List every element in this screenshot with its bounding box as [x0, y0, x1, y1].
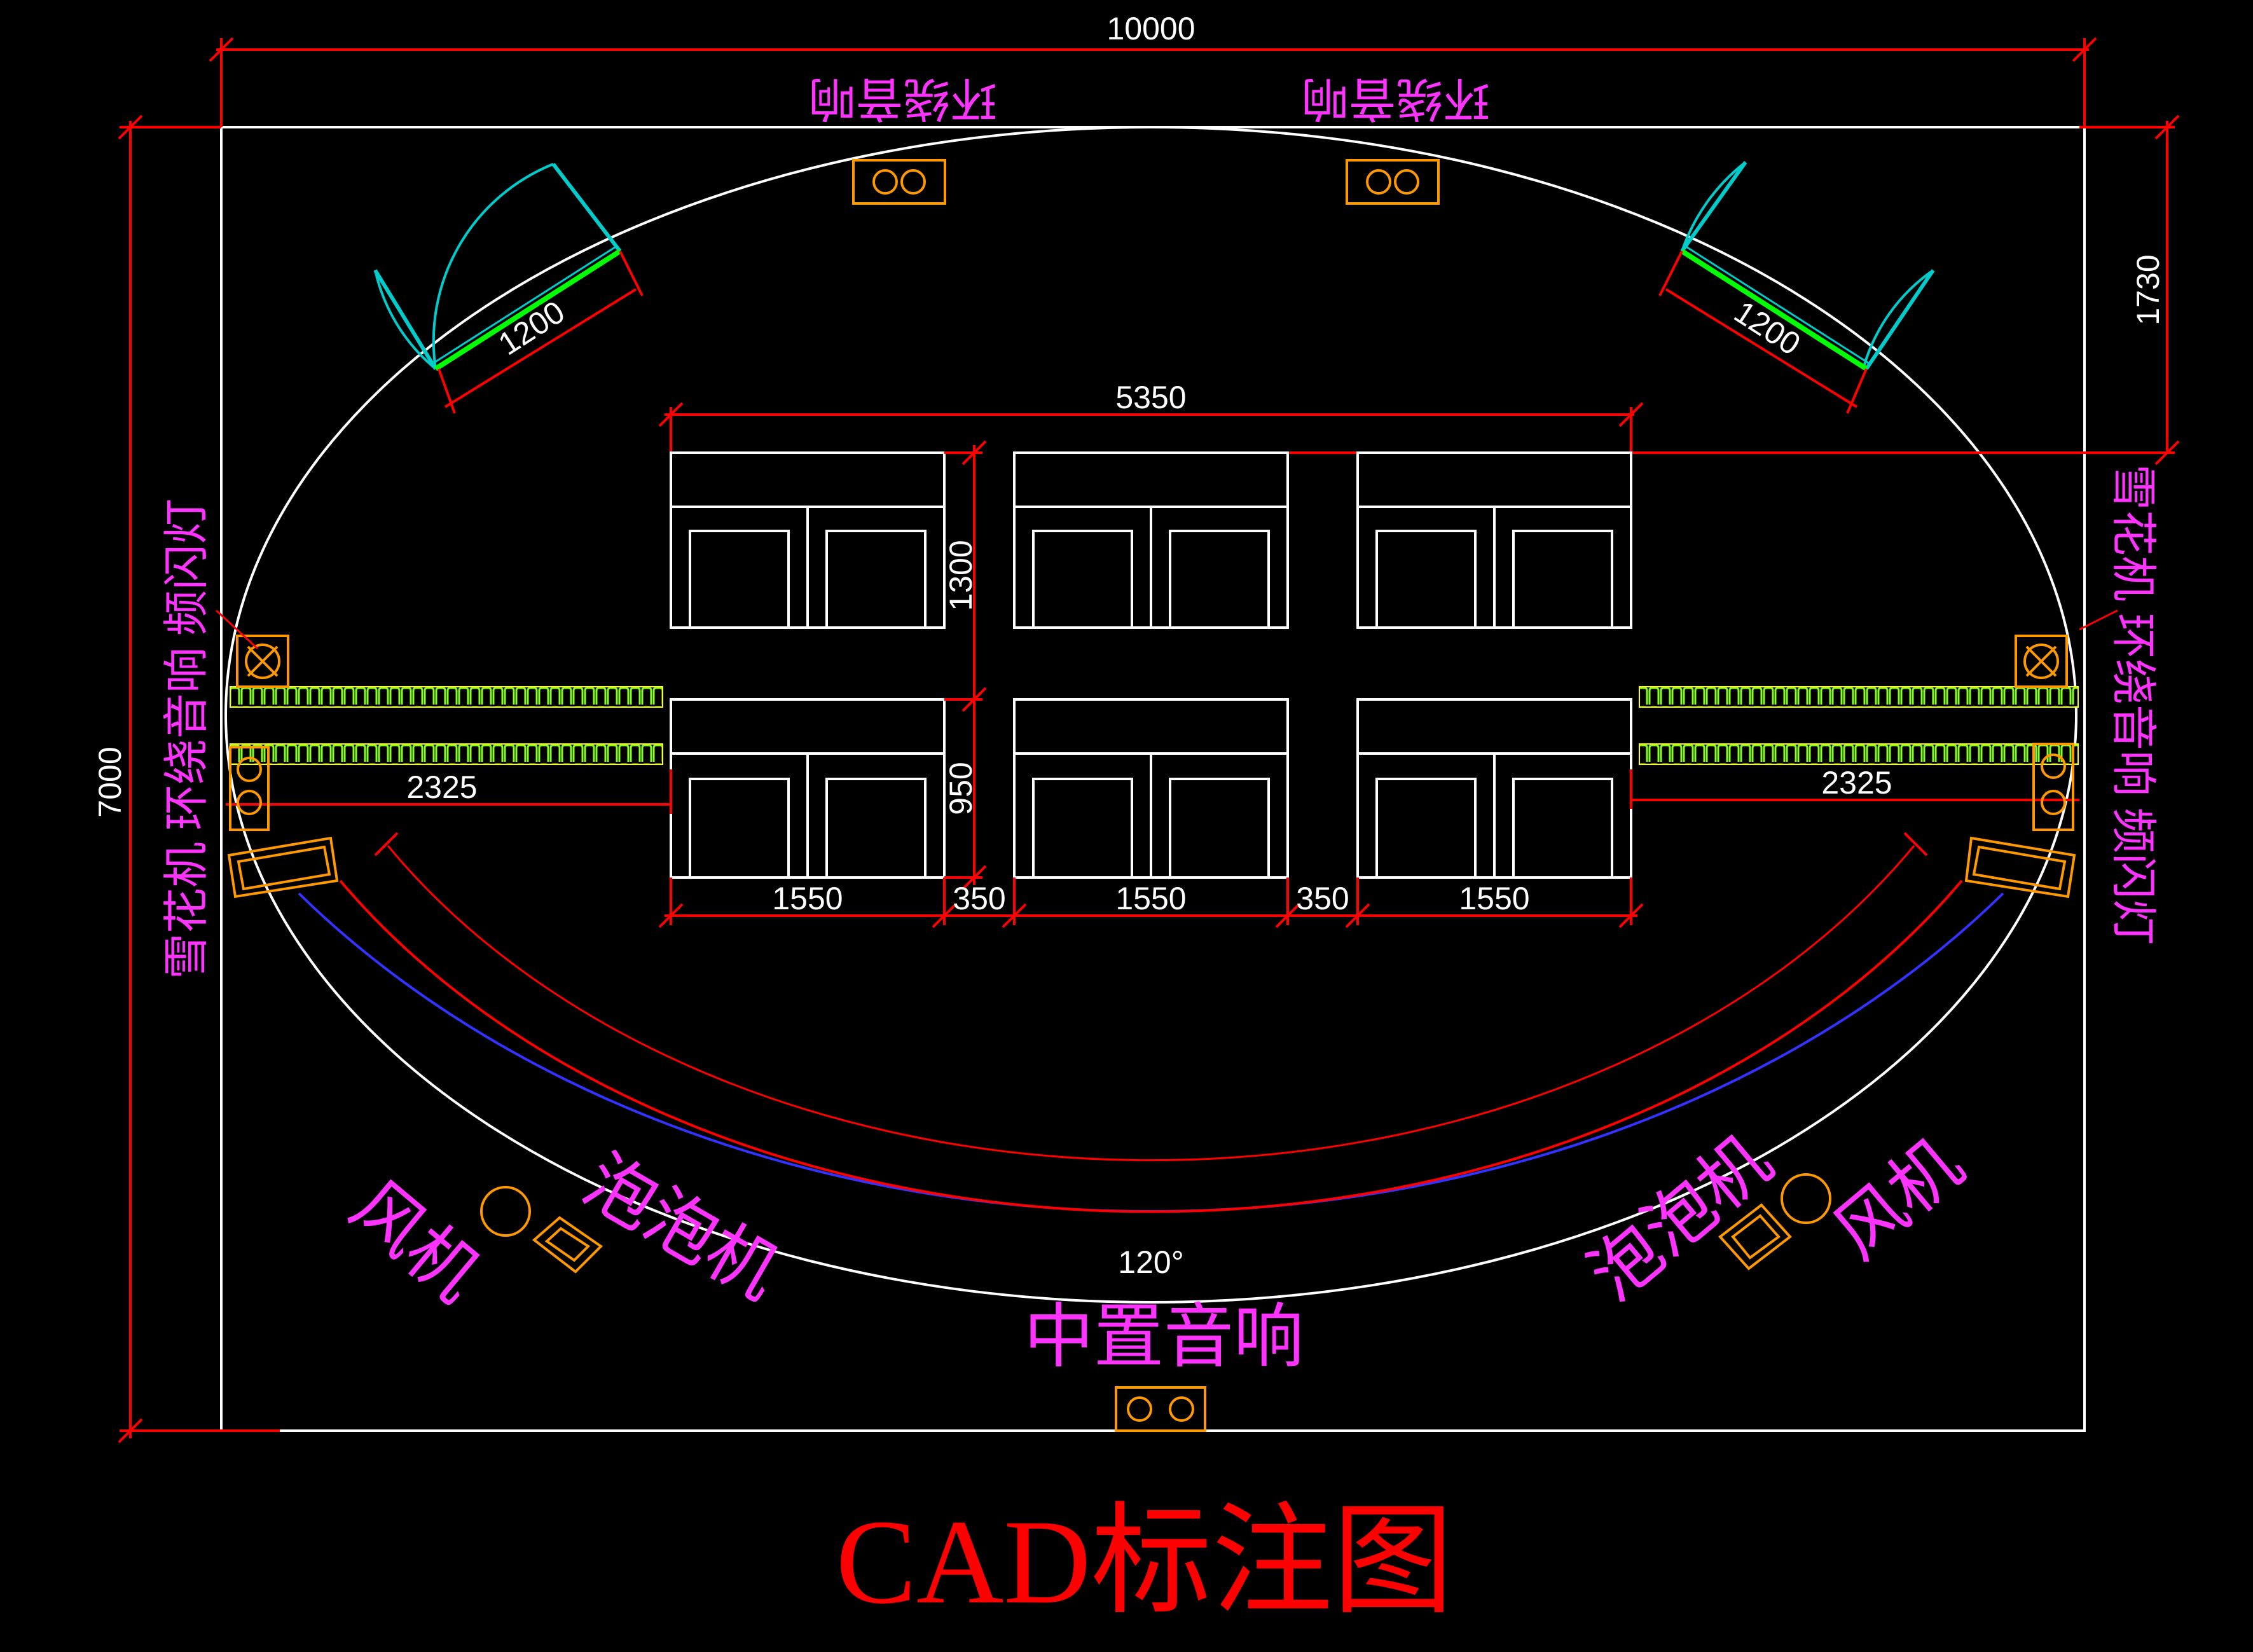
top-speaker-label-left: 环绕音响: [809, 72, 997, 124]
side-right-devices-label: 雪花机 环绕音响 频闪灯: [2107, 464, 2158, 945]
right-offset-label: 1730: [2130, 254, 2166, 325]
overall-width-label: 10000: [1106, 11, 1195, 46]
seat-bottom-2: [1013, 698, 1289, 879]
door-left-dimension: [438, 251, 644, 414]
side-right-dimension: [1630, 769, 2079, 809]
seat-top-3: [1356, 451, 1632, 629]
seat-row-top: [670, 451, 1632, 629]
bubble-machine-label-right: 泡泡机: [1575, 1121, 1786, 1316]
side-left-dimension: [226, 769, 672, 814]
top-speaker-right: [1346, 159, 1440, 205]
overall-height-dimension: [118, 114, 280, 1443]
overall-height-label: 7000: [92, 747, 128, 817]
overall-width-dimension: [209, 37, 2097, 127]
seat-unit-3-label: 1550: [1459, 881, 1529, 916]
led-strip-right: [1639, 686, 2079, 765]
seat-unit-2-label: 1550: [1115, 881, 1186, 916]
row-depth-bottom-label: 950: [943, 762, 979, 815]
snow-machine-right: [1964, 836, 2076, 898]
top-speaker-left: [852, 159, 946, 205]
side-left-label: 2325: [406, 769, 477, 805]
fan-label-right: 风机: [1820, 1125, 1977, 1274]
stage-arc-inner: [339, 879, 1963, 1213]
fan-right: [1781, 1173, 1831, 1224]
door-left: [373, 163, 622, 371]
aisle-2-label: 350: [1296, 881, 1349, 916]
angle-tick-right: [1903, 832, 1928, 857]
surround-speaker-right: [2032, 743, 2074, 831]
seat-block-width-dimension: [658, 402, 1644, 453]
seat-row-bottom: [670, 698, 1632, 879]
angle-arc: [387, 845, 1915, 1162]
seat-top-2: [1013, 451, 1289, 629]
door-right: [1680, 161, 1935, 371]
bubble-machine-right: [1718, 1203, 1792, 1270]
row-depth-top-label: 1300: [943, 540, 979, 610]
top-speaker-label-right: 环绕音响: [1302, 72, 1490, 124]
seat-width-dimension: [658, 878, 1644, 928]
side-left-devices-label: 雪花机 环绕音响 频闪灯: [162, 499, 212, 979]
fan-label-left: 风机: [337, 1167, 494, 1316]
strobe-light-right: [2015, 635, 2068, 688]
aisle-1-label: 350: [953, 881, 1005, 916]
seat-block-width-label: 5350: [1115, 380, 1186, 415]
seat-bottom-3: [1356, 698, 1632, 879]
seat-unit-1-label: 1550: [772, 881, 843, 916]
seat-top-1: [670, 451, 946, 629]
center-speaker-label: 中置音响: [1024, 1298, 1304, 1376]
leader-left: [215, 609, 259, 650]
arc-angle-label: 120°: [1118, 1244, 1183, 1280]
bubble-machine-label-left: 泡泡机: [571, 1141, 792, 1314]
side-right-label: 2325: [1821, 765, 1892, 801]
bubble-machine-left: [532, 1216, 603, 1274]
door-right-dimension: [1658, 251, 1868, 414]
right-offset-dimension: [1151, 114, 2180, 465]
seat-bottom-1: [670, 698, 946, 879]
fan-left: [480, 1186, 531, 1237]
led-strip-left: [230, 686, 663, 765]
drawing-title: CAD标注图: [836, 1496, 1453, 1629]
snow-machine-left: [227, 836, 339, 898]
surround-speaker-left: [229, 746, 270, 831]
row-depth-dimension: [944, 440, 987, 890]
center-speaker: [1115, 1386, 1206, 1432]
ellipse-enclosure: [224, 126, 2077, 1304]
door-left-label: 1200: [492, 294, 571, 362]
leader-right: [2079, 609, 2118, 631]
strobe-light-left: [236, 635, 289, 688]
angle-tick-left: [374, 832, 399, 857]
